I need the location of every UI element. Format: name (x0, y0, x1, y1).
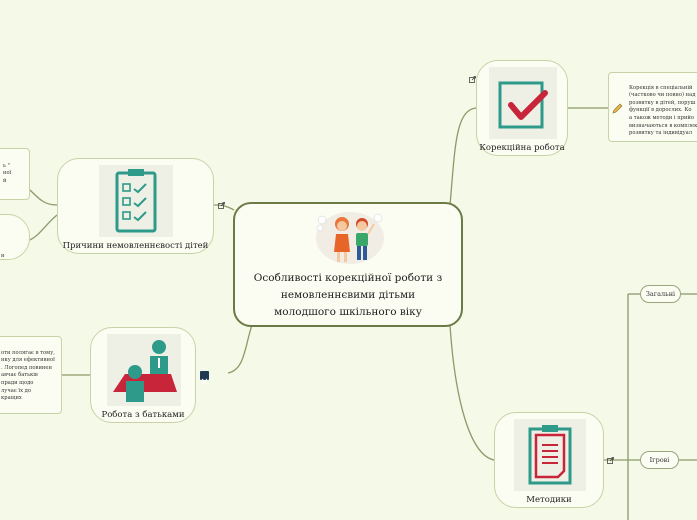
parents-note: оти полягає в тому, нку для ефективної .… (0, 336, 62, 414)
central-title-line-1: Особливості корекційної роботи з (253, 272, 443, 284)
causes-icon-box (99, 165, 173, 237)
meeting-people-icon (113, 340, 177, 402)
methods-icon-box (514, 419, 586, 491)
parents-note-text: оти полягає в тому, нку для ефективної .… (1, 349, 55, 402)
central-topic-title: Особливості корекційної роботи з немовле… (245, 270, 451, 321)
branch-parents-label: Робота з батьками (101, 410, 185, 420)
method-general-pill[interactable]: Загальні (640, 285, 681, 303)
external-link-icon[interactable] (218, 202, 225, 209)
branch-methods-label: Методики (526, 495, 572, 505)
branch-causes-label: Причини немовленнєвості дітей (62, 241, 209, 251)
external-link-icon[interactable] (469, 76, 476, 83)
checkbox-check-icon (498, 81, 548, 129)
branch-parents-node[interactable]: Робота з батьками (90, 327, 196, 423)
central-title-line-2: немовленнєвими дітьми (280, 289, 416, 301)
branch-correction-node[interactable]: Корекційна робота (476, 60, 568, 156)
pencil-icon (612, 103, 623, 114)
checklist-icon (115, 169, 157, 233)
expand-arrows-icon (201, 378, 208, 385)
branch-methods-node[interactable]: Методики (494, 412, 604, 508)
central-topic-node[interactable]: Особливості корекційної роботи з немовле… (233, 202, 463, 327)
causes-note-text: ь " ної й (3, 162, 12, 184)
method-game-label: Ігрові (649, 456, 670, 464)
branch-causes-node[interactable]: Причини немовленнєвості дітей (57, 158, 214, 254)
correction-note: Корекція в спеціальній (частково чи повн… (608, 72, 697, 142)
method-general-label: Загальні (645, 290, 676, 298)
central-title-line-3: молодшого шкільного віку (274, 306, 422, 318)
external-link-icon[interactable] (607, 457, 614, 464)
correction-icon-box (489, 67, 557, 139)
document-icon (528, 425, 572, 485)
correction-note-text: Корекція в спеціальній (частково чи повн… (629, 84, 697, 137)
parents-icon-box (107, 334, 181, 406)
branch-correction-label: Корекційна робота (479, 143, 565, 153)
method-game-pill[interactable]: Ігрові (640, 451, 679, 469)
collapse-toggle-icon[interactable] (200, 371, 209, 385)
causes-note-2-text: и (1, 252, 5, 259)
children-illustration-icon (316, 212, 384, 264)
causes-note: ь " ної й (0, 148, 30, 200)
